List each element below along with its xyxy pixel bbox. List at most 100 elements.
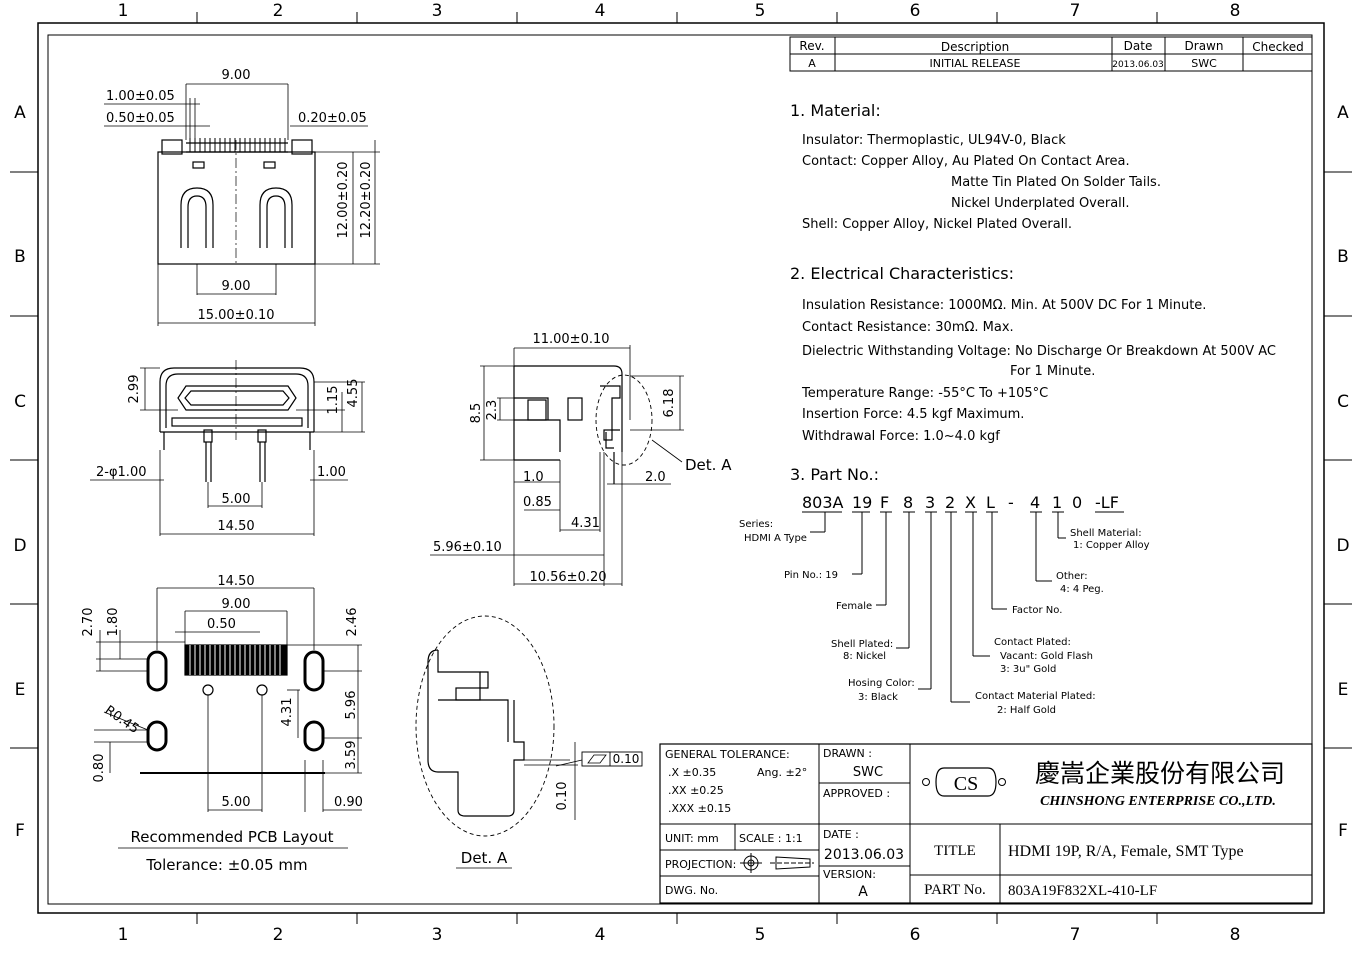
part-code-shell-material: 1 bbox=[1052, 493, 1062, 512]
front-view-dims bbox=[90, 367, 365, 536]
callout-factor: Factor No. bbox=[1012, 605, 1062, 616]
dim-front-holes: 2-φ1.00 bbox=[96, 465, 146, 480]
dim-pcb-0-80: 0.80 bbox=[92, 754, 107, 783]
part-title: 3. Part No.: bbox=[790, 465, 879, 484]
projection: PROJECTION: bbox=[665, 858, 736, 871]
version-value: A bbox=[858, 884, 868, 900]
side-view bbox=[513, 365, 653, 484]
gen-tolerance: GENERAL TOLERANCE: bbox=[665, 748, 790, 761]
zone-row-d: D bbox=[13, 536, 26, 556]
dim-pcb-9-00: 9.00 bbox=[222, 597, 251, 612]
part-callout-lines bbox=[802, 511, 1124, 703]
electrical-line-6: Insertion Force: 4.5 kgf Maximum. bbox=[802, 407, 1024, 422]
pcb-layout bbox=[140, 644, 325, 774]
dim-front-1-15: 1.15 bbox=[326, 386, 341, 415]
dim-side-2-3: 2.3 bbox=[485, 400, 500, 421]
dim-top-9-lower: 9.00 bbox=[222, 279, 251, 294]
title-label: TITLE bbox=[934, 843, 976, 859]
callout-other: Other: bbox=[1056, 571, 1088, 582]
material-line-2: Contact: Copper Alloy, Au Plated On Cont… bbox=[802, 154, 1130, 169]
dim-front-4-55: 4.55 bbox=[346, 379, 361, 408]
dim-top-tab: 0.20±0.05 bbox=[298, 111, 367, 126]
zone-col-6: 6 bbox=[910, 1, 921, 21]
zone-col-2-bottom: 2 bbox=[273, 925, 284, 945]
zone-col-1: 1 bbox=[118, 1, 129, 21]
dim-side-1-0: 1.0 bbox=[523, 470, 544, 485]
dim-pcb-5-96: 5.96 bbox=[344, 691, 359, 720]
electrical-line-7: Withdrawal Force: 1.0~4.0 kgf bbox=[802, 429, 1000, 444]
material-line-3: Matte Tin Plated On Solder Tails. bbox=[951, 175, 1161, 190]
dim-front-5-00: 5.00 bbox=[222, 492, 251, 507]
dim-top-9: 9.00 bbox=[222, 68, 251, 83]
side-view-dims bbox=[430, 345, 684, 586]
dim-front-2-99: 2.99 bbox=[127, 375, 142, 404]
detail-dim: 0.10 bbox=[555, 782, 570, 811]
pcb-caption: Recommended PCB Layout bbox=[131, 828, 334, 846]
dwg-no: DWG. No. bbox=[665, 884, 718, 897]
detail-caption: Det. A bbox=[461, 849, 508, 867]
zone-row-e-right: E bbox=[1338, 680, 1349, 700]
part-code-dash: - bbox=[1008, 493, 1014, 512]
callout-material-val: 2: Half Gold bbox=[997, 705, 1056, 716]
partno-label: PART No. bbox=[924, 882, 986, 898]
tol-ang: Ang. ±2° bbox=[757, 766, 807, 779]
callout-hosing-val: 3: Black bbox=[858, 692, 898, 703]
material-line-4: Nickel Underplated Overall. bbox=[951, 196, 1130, 211]
callout-series: Series: bbox=[739, 519, 773, 530]
det-a-label: Det. A bbox=[685, 456, 732, 474]
electrical-title: 2. Electrical Characteristics: bbox=[790, 264, 1014, 283]
dim-side-6-18: 6.18 bbox=[662, 389, 677, 418]
dim-side-10-56: 10.56±0.20 bbox=[529, 570, 606, 585]
zone-col-1-bottom: 1 bbox=[118, 925, 129, 945]
rev-row-description: INITIAL RELEASE bbox=[930, 57, 1021, 70]
material-line-1: Insulator: Thermoplastic, UL94V-0, Black bbox=[802, 133, 1066, 148]
part-code-female: F bbox=[880, 493, 889, 512]
callout-shell-plated: Shell Plated: bbox=[831, 639, 893, 650]
callout-material: Contact Material Plated: bbox=[975, 691, 1096, 702]
title-block bbox=[659, 743, 1313, 904]
callout-shell-material-val: 1: Copper Alloy bbox=[1073, 540, 1150, 551]
zone-row-a-right: A bbox=[1337, 103, 1349, 123]
rev-header-date: Date bbox=[1124, 39, 1153, 53]
detail-a bbox=[415, 615, 643, 869]
dim-top-pitch: 1.00±0.05 bbox=[106, 89, 175, 104]
dim-pcb-r0-45: R0.45 bbox=[102, 703, 142, 737]
rev-header-rev: Rev. bbox=[799, 39, 824, 53]
drawn-value: SWC bbox=[853, 765, 883, 780]
dim-front-14-50: 14.50 bbox=[217, 519, 254, 534]
version-label: VERSION: bbox=[823, 868, 876, 881]
zone-col-3: 3 bbox=[432, 1, 443, 21]
material-title: 1. Material: bbox=[790, 101, 881, 120]
part-code-factor: L bbox=[986, 493, 995, 512]
part-code-shell: 8 bbox=[903, 493, 913, 512]
dim-top-12: 12.00±0.20 bbox=[336, 161, 351, 238]
part-code-color: 3 bbox=[925, 493, 935, 512]
zone-col-8: 8 bbox=[1230, 1, 1241, 21]
company-en: CHINSHONG ENTERPRISE CO.,LTD. bbox=[1040, 794, 1276, 809]
dim-front-1-00: 1.00 bbox=[317, 465, 346, 480]
rev-header-drawn: Drawn bbox=[1185, 39, 1224, 53]
dim-pcb-1-80: 1.80 bbox=[106, 608, 121, 637]
dim-top-width: 0.50±0.05 bbox=[106, 111, 175, 126]
callout-contact-val-2: 3: 3u" Gold bbox=[1000, 664, 1056, 675]
zone-row-f: F bbox=[15, 821, 25, 841]
revision-table: Rev. Description Date Drawn Checked A IN… bbox=[789, 36, 1313, 72]
dim-pcb-14-50: 14.50 bbox=[217, 574, 254, 589]
zone-col-7-bottom: 7 bbox=[1070, 925, 1081, 945]
callout-contact-val-1: Vacant: Gold Flash bbox=[1000, 651, 1093, 662]
zone-row-c-right: C bbox=[1337, 392, 1349, 412]
dim-top-12-2: 12.20±0.20 bbox=[359, 161, 374, 238]
unit: UNIT: mm bbox=[665, 832, 719, 845]
tol-xx: .XX ±0.25 bbox=[668, 784, 724, 797]
callout-pins: Pin No.: 19 bbox=[784, 570, 838, 581]
dim-side-11: 11.00±0.10 bbox=[532, 332, 609, 347]
top-view-dims bbox=[104, 83, 380, 326]
tol-xxx: .XXX ±0.15 bbox=[668, 802, 731, 815]
part-code-other: 4 bbox=[1030, 493, 1040, 512]
detail-flatness: 0.10 bbox=[613, 752, 640, 766]
callout-hosing: Hosing Color: bbox=[848, 678, 915, 689]
callout-female: Female bbox=[836, 601, 872, 612]
part-number-code: 803A 19 F 8 3 2 X L - 4 1 0 -LF bbox=[802, 493, 1119, 512]
part-code-contact: X bbox=[965, 493, 976, 512]
dim-top-15: 15.00±0.10 bbox=[197, 308, 274, 323]
